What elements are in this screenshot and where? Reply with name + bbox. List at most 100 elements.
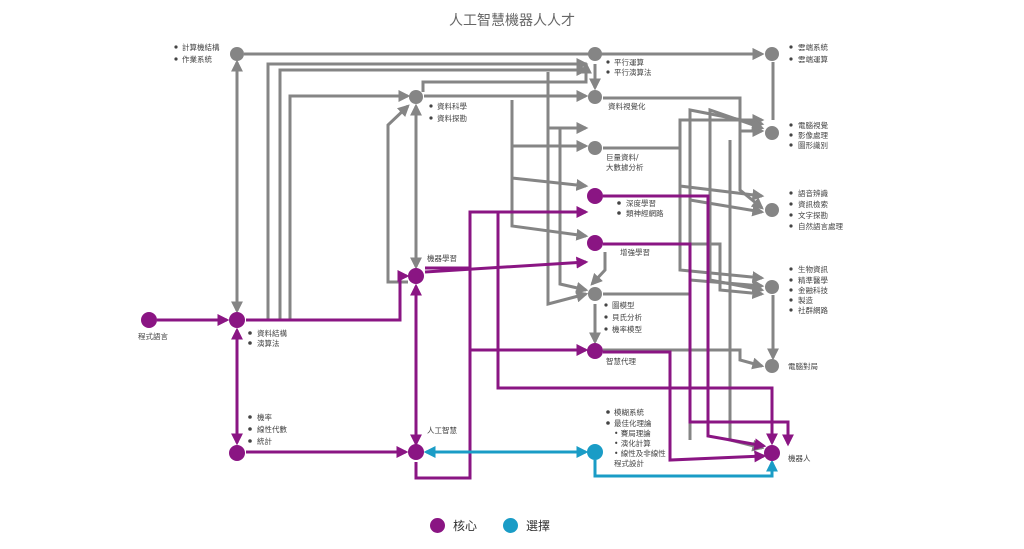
node-robot[interactable] — [764, 445, 780, 461]
node-vis[interactable] — [588, 90, 602, 104]
node-ml[interactable] — [408, 268, 424, 284]
label-fuzzy-2: 最佳化理論 — [614, 418, 652, 428]
labels-layer: 計算機結構 作業系統 程式語言 資料結構 演算法 機率 線性代數 統計 資料科學… — [138, 42, 843, 468]
label-math-2: 線性代數 — [257, 424, 287, 434]
label-graph-1: 圖模型 — [612, 300, 635, 310]
edge-datasci-parallel — [421, 61, 592, 92]
label-ml: 機器學習 — [427, 253, 457, 263]
node-rl[interactable] — [587, 235, 603, 251]
edge-bigdata-nlp — [678, 148, 765, 201]
label-app-2: 精準醫學 — [798, 275, 828, 285]
edge-ml-robot — [496, 268, 778, 446]
label-datasci-2: 資料探勘 — [437, 113, 467, 123]
connections-core-purple — [157, 194, 794, 480]
connections-elective-blue — [423, 446, 778, 478]
label-parallel-1: 平行運算 — [614, 57, 644, 67]
edge-parallel-bigdata — [546, 72, 589, 134]
node-game[interactable] — [765, 359, 779, 373]
label-robot: 機器人 — [788, 453, 811, 463]
legend-core-swatch — [430, 518, 445, 533]
label-graph-2: 貝氏分析 — [612, 312, 642, 322]
edge-agent-game — [603, 348, 765, 370]
legend-core: 核心 — [430, 517, 477, 534]
edge-ml-dl — [425, 206, 589, 270]
label-nlp-1: 語音辨識 — [798, 188, 828, 198]
nodes-layer — [141, 47, 780, 461]
label-agent: 智慧代理 — [606, 356, 636, 366]
label-nlp-2: 資訊檢索 — [798, 199, 828, 209]
label-math-1: 機率 — [257, 412, 272, 422]
node-graph[interactable] — [588, 287, 602, 301]
label-dl-1: 深度學習 — [626, 198, 656, 208]
label-fuzzy-1: 模糊系統 — [614, 407, 644, 417]
label-graph-3: 機率模型 — [612, 324, 642, 334]
node-agent[interactable] — [587, 343, 603, 359]
node-datasci[interactable] — [409, 90, 423, 104]
edge-rl-robot — [603, 242, 794, 447]
edge-grid-graph2 — [558, 128, 589, 294]
node-parallel[interactable] — [588, 47, 602, 61]
edge-rl-graph — [590, 252, 607, 286]
label-game: 電腦對局 — [788, 361, 818, 371]
legend-elective-swatch — [503, 518, 518, 533]
label-fuzzy-6: 程式設計 — [614, 458, 644, 468]
edge-ml-agent — [468, 268, 589, 356]
label-fuzzy-3: • 賽局理論 — [614, 428, 651, 438]
label-cv-3: 圖形識別 — [798, 140, 828, 150]
label-nlp-3: 文字探勘 — [798, 210, 828, 220]
node-app[interactable] — [765, 280, 779, 294]
label-math-3: 統計 — [257, 436, 272, 446]
legend-core-label: 核心 — [453, 519, 478, 533]
label-os-1: 計算機結構 — [182, 42, 220, 52]
node-dl[interactable] — [587, 188, 603, 204]
node-math[interactable] — [229, 445, 245, 461]
label-datasci-1: 資料科學 — [437, 101, 467, 111]
node-nlp[interactable] — [765, 203, 779, 217]
edge-vis-cv — [603, 96, 765, 137]
edge-ds-ml — [246, 270, 410, 322]
label-os-2: 作業系統 — [182, 54, 212, 64]
label-app-1: 生物資訊 — [798, 264, 828, 274]
label-dl-2: 類神經網路 — [626, 208, 664, 218]
label-cloud-1: 雲端系統 — [798, 42, 828, 52]
edge-agent-robot — [603, 350, 767, 463]
node-cloud[interactable] — [765, 47, 779, 61]
edge-graph-nlp — [689, 198, 765, 217]
node-os[interactable] — [230, 47, 244, 61]
label-app-4: 製造 — [798, 295, 813, 305]
label-ds-2: 演算法 — [257, 338, 280, 348]
node-fuzzy[interactable] — [587, 444, 603, 460]
label-ds-1: 資料結構 — [257, 328, 287, 338]
label-ai: 人工智慧 — [427, 425, 457, 435]
edge-ai-robot — [414, 350, 472, 480]
node-cv[interactable] — [765, 126, 779, 140]
edge-ml-rl — [424, 256, 589, 274]
node-prog[interactable] — [141, 312, 157, 328]
label-bigdata-2: 大數據分析 — [606, 162, 644, 172]
label-prog: 程式語言 — [138, 331, 168, 341]
label-app-5: 社群網路 — [798, 305, 828, 315]
edge-ml-datasci — [386, 104, 410, 284]
edge-dl-app — [708, 196, 765, 295]
edge-vis-nlp — [738, 131, 764, 210]
edge-bigdata-cv — [603, 114, 765, 150]
edge-fuzzy-robot — [593, 459, 778, 478]
label-nlp-4: 自然語言處理 — [798, 221, 843, 231]
node-ai[interactable] — [408, 444, 424, 460]
edge-ds-datasci — [288, 90, 411, 320]
node-bigdata[interactable] — [588, 141, 602, 155]
label-fuzzy-5: • 線性及非線性 — [614, 448, 666, 458]
label-app-3: 金融科技 — [798, 285, 828, 295]
label-cv-2: 影像處理 — [798, 130, 828, 140]
edge-grid-graph — [546, 128, 589, 306]
label-rl: 增強學習 — [620, 247, 650, 257]
label-cloud-2: 雲端運算 — [798, 54, 828, 64]
label-cv-1: 電腦視覺 — [798, 120, 828, 130]
edge-ds-parallel-1 — [266, 58, 589, 320]
label-parallel-2: 平行演算法 — [614, 67, 652, 77]
page-title: 人工智慧機器人人才 — [449, 13, 575, 29]
label-fuzzy-4: • 演化計算 — [614, 438, 651, 448]
edge-ds-parallel-2 — [278, 64, 589, 320]
node-ds[interactable] — [229, 312, 245, 328]
